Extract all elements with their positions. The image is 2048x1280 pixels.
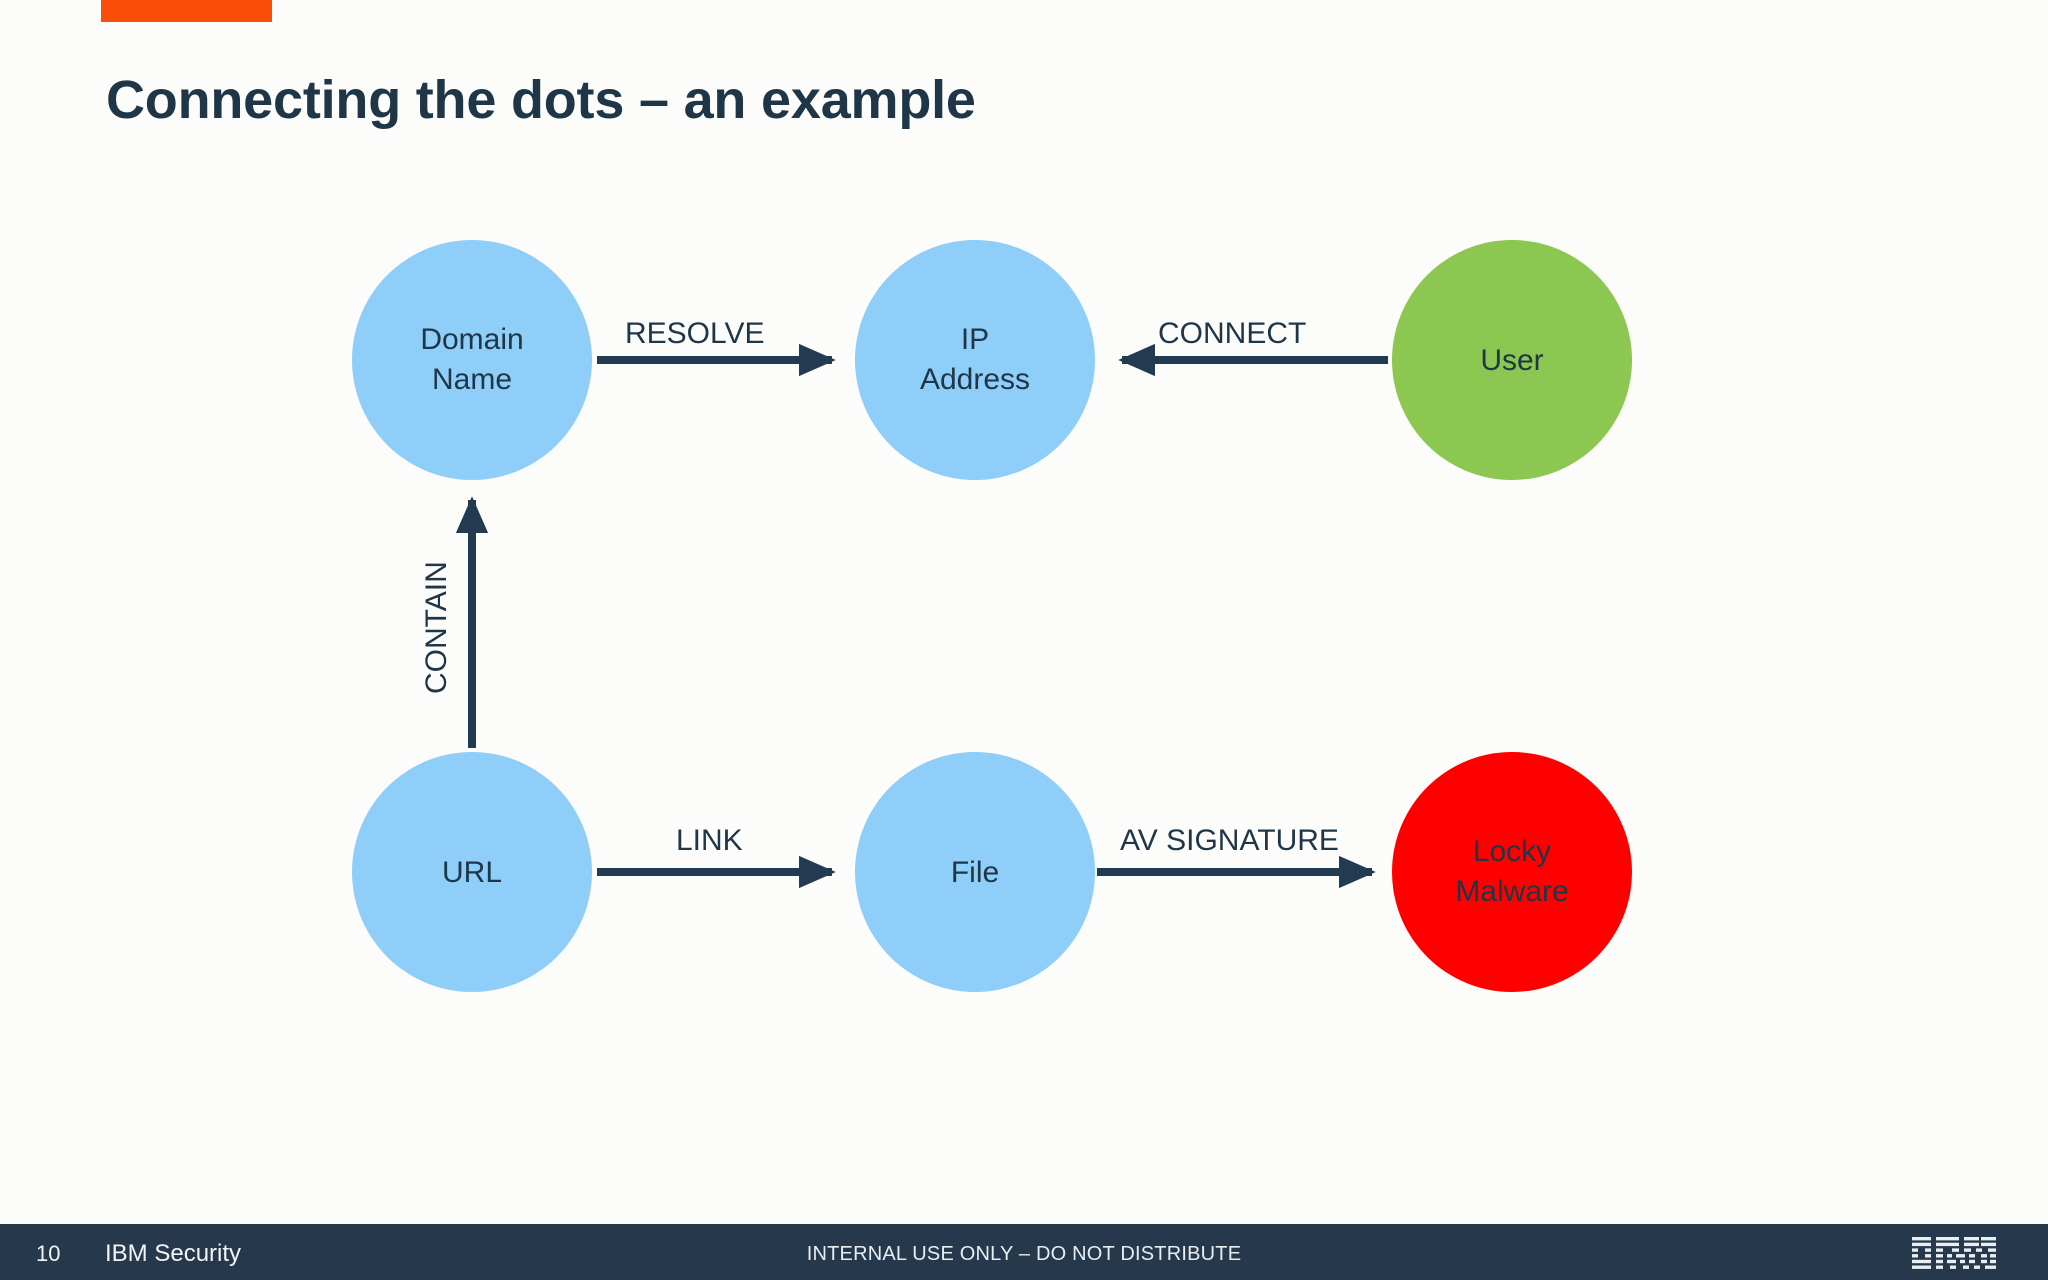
- node-url: [352, 752, 592, 992]
- accent-bar: [101, 0, 272, 22]
- footer-page-number: 10: [36, 1241, 61, 1266]
- node-locky-malware: [1392, 752, 1632, 992]
- node-file: [855, 752, 1095, 992]
- edge-label-connect: CONNECT: [1158, 317, 1307, 350]
- edge-label-link: LINK: [676, 824, 743, 857]
- footer-brand-label: IBM Security: [105, 1240, 242, 1267]
- node-domain-name: [352, 240, 592, 480]
- footer-bar: 10 IBM Security INTERNAL USE ONLY – DO N…: [0, 1224, 2048, 1280]
- edge-label-contain: CONTAIN: [420, 561, 453, 694]
- edge-label-av-signature: AV SIGNATURE: [1120, 824, 1339, 857]
- node-user: [1392, 240, 1632, 480]
- ibm-logo-icon: [1912, 1237, 1996, 1269]
- edge-label-resolve: RESOLVE: [625, 317, 765, 350]
- footer-confidentiality-notice: INTERNAL USE ONLY – DO NOT DISTRIBUTE: [806, 1243, 1242, 1265]
- node-ip-address: [855, 240, 1095, 480]
- page-title: Connecting the dots – an example: [106, 70, 976, 131]
